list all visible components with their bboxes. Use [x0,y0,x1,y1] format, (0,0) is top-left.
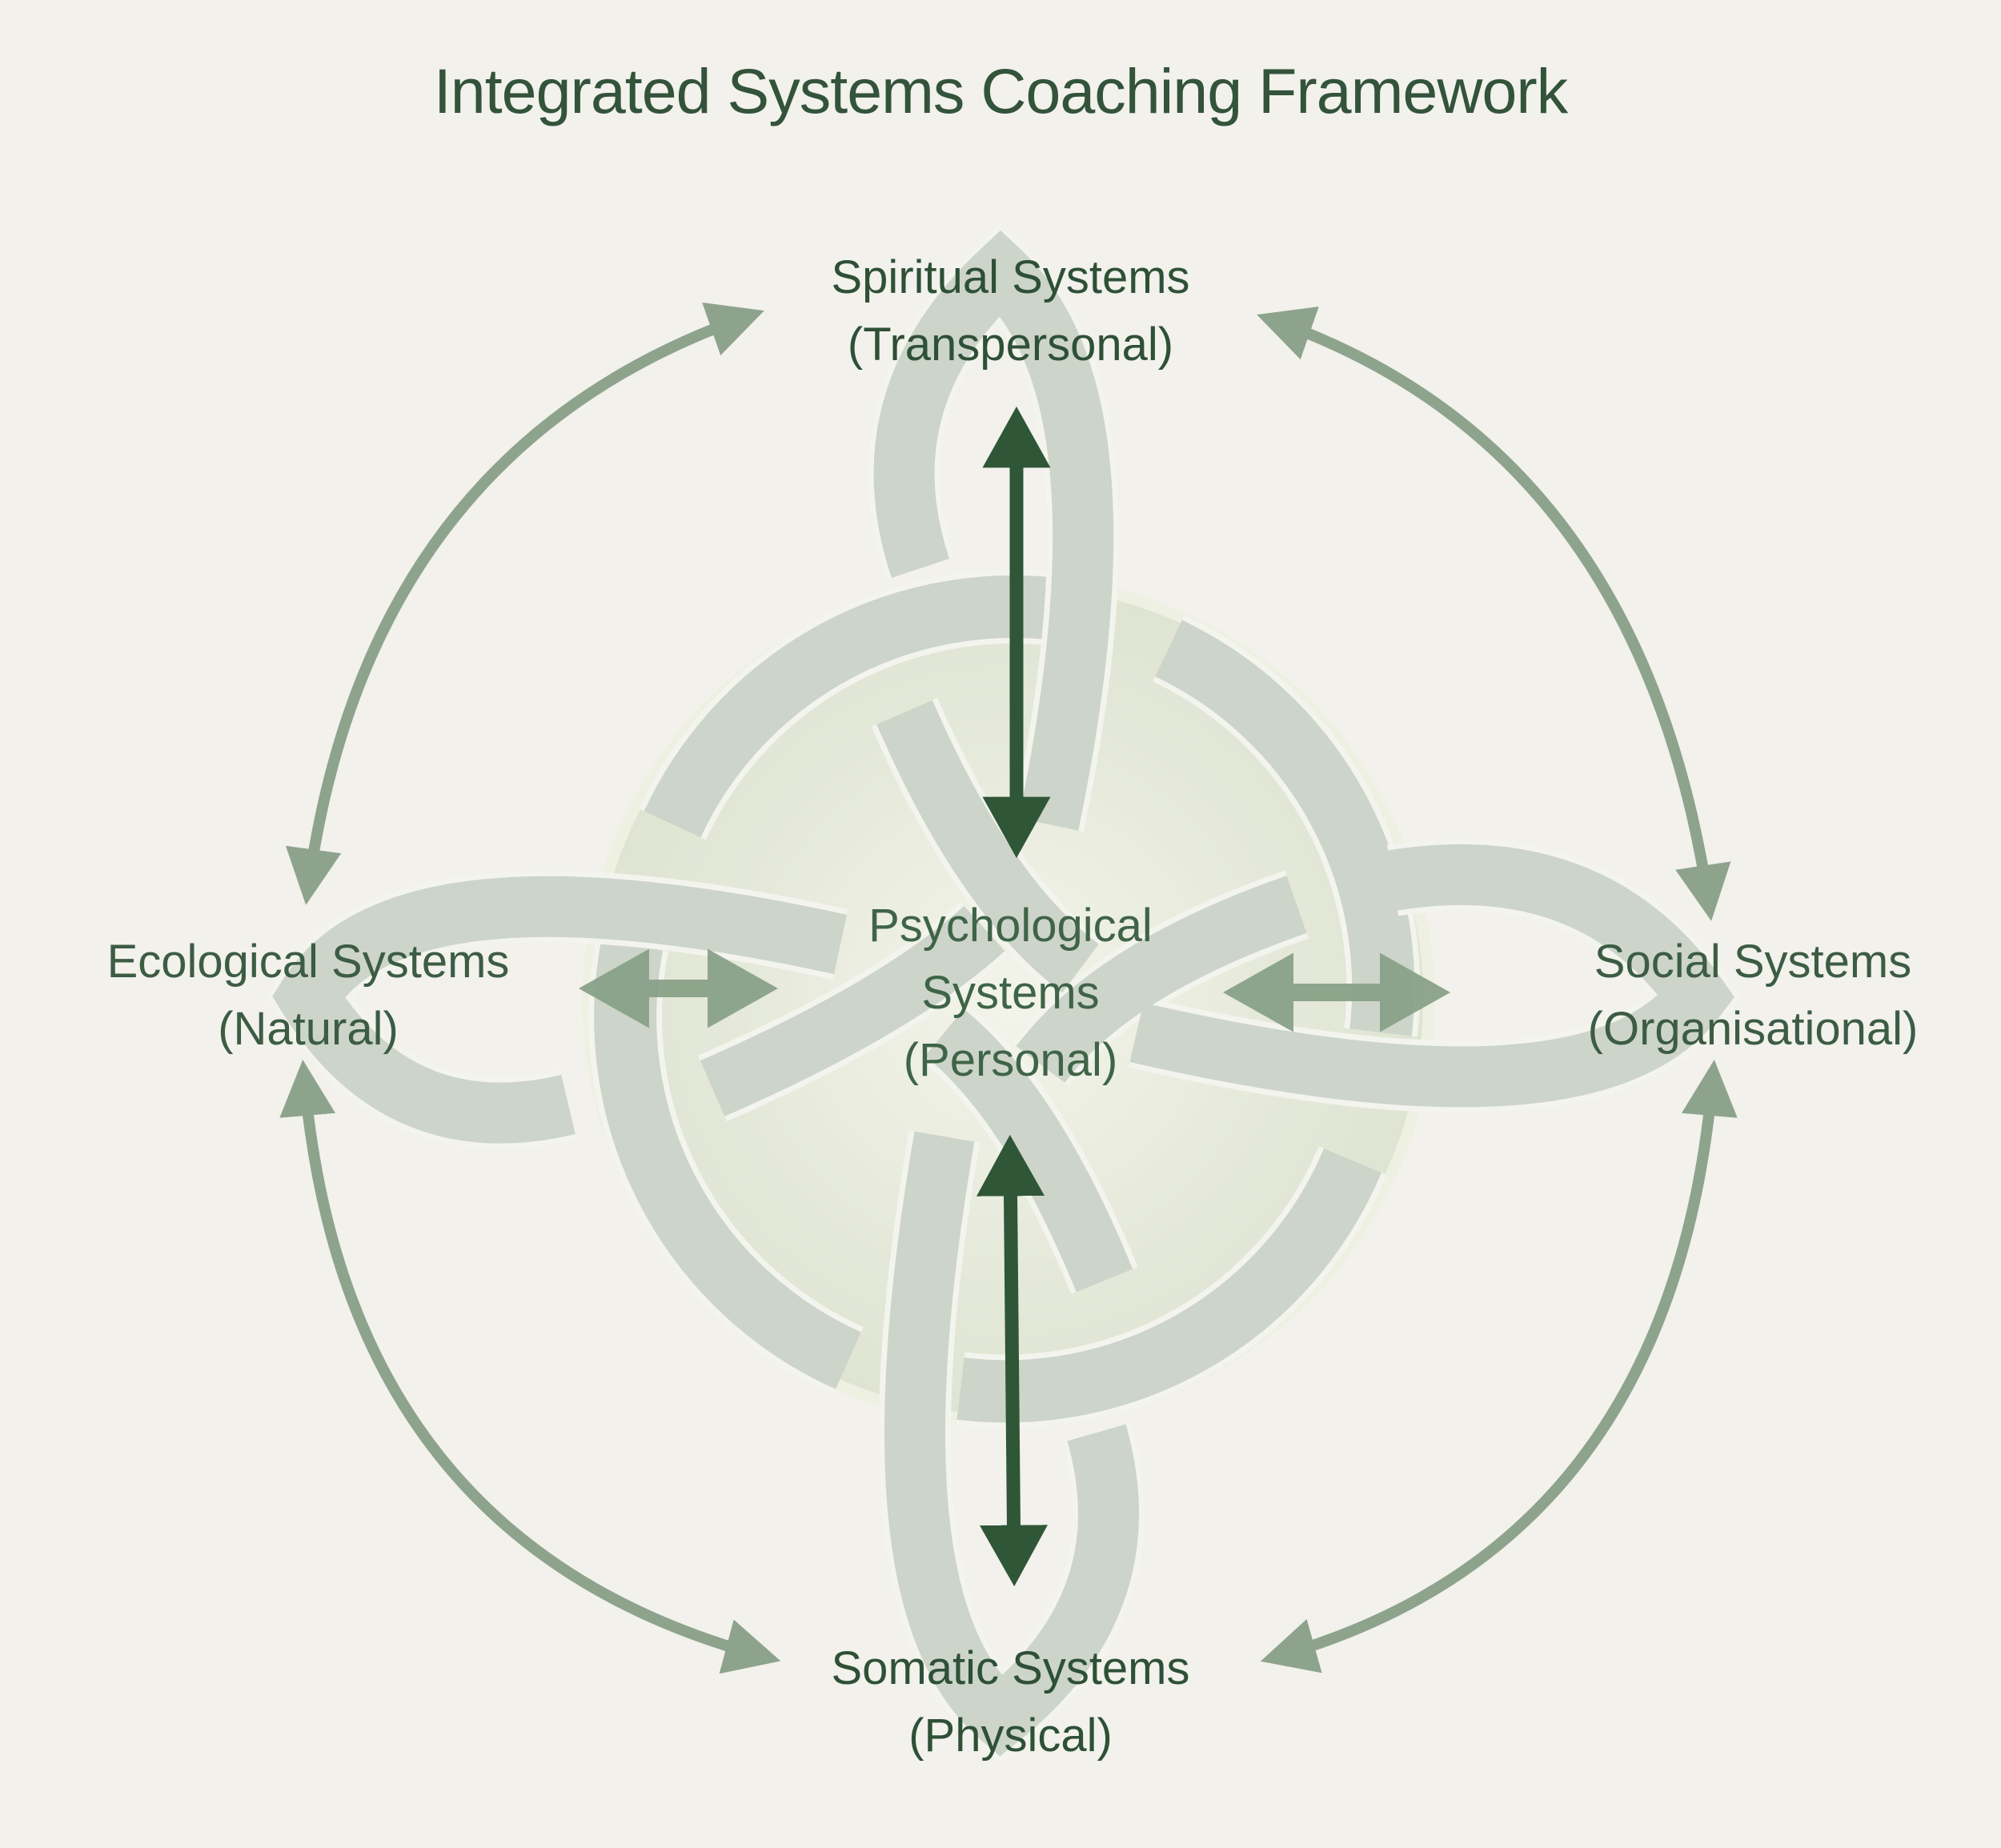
node-label: Social Systems [1594,936,1912,988]
node-sublabel: (Natural) [218,1003,399,1055]
arrow-bottom-left [279,1060,781,1674]
arrow-bottom-right [1260,1060,1738,1674]
node-sublabel: (Organisational) [1587,1003,1919,1055]
node-social-systems: Social Systems (Organisational) [1505,928,2001,1063]
node-label: Ecological Systems [106,936,510,988]
node-somatic-systems: Somatic Systems (Physical) [760,1635,1261,1770]
outer-arrows [279,303,1738,1674]
horizontal-arrows [579,948,1450,1032]
node-sublabel: (Transpersonal) [847,319,1174,371]
knot-petals [265,222,1742,1764]
node-label: Spiritual Systems [831,251,1190,303]
arrow-top-right [1257,307,1731,921]
node-label-line2: Systems [921,967,1100,1019]
node-sublabel: (Personal) [903,1034,1118,1086]
node-psychological-systems: Psychological Systems (Personal) [800,892,1221,1094]
node-ecological-systems: Ecological Systems (Natural) [48,928,568,1063]
diagram-title: Integrated Systems Coaching Framework [433,55,1568,126]
node-label: Somatic Systems [831,1642,1190,1694]
arrow-top-left [285,303,764,905]
node-spiritual-systems: Spiritual Systems (Transpersonal) [760,244,1261,379]
node-sublabel: (Physical) [908,1710,1113,1762]
arrow-center-bottom [976,1134,1048,1587]
node-label: Psychological [868,900,1153,952]
vertical-arrows [976,406,1051,1587]
